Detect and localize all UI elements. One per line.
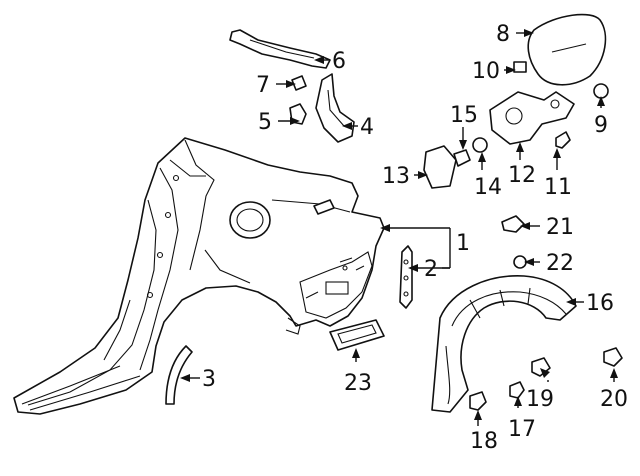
- part-17-screw: [509, 381, 525, 399]
- leader-lines: [180, 29, 618, 426]
- part-12-housing: [489, 91, 575, 145]
- part-16-liner: [431, 275, 577, 413]
- callout-13: 13: [382, 164, 410, 189]
- part-23-pad: [329, 319, 385, 351]
- part-6-bracket: [229, 29, 331, 69]
- callout-19: 19: [526, 387, 554, 412]
- callout-8: 8: [496, 22, 510, 47]
- callout-14: 14: [474, 175, 502, 200]
- callout-2: 2: [424, 257, 438, 282]
- callout-4: 4: [360, 115, 374, 140]
- callout-16: 16: [586, 291, 614, 316]
- part-8-fuel-door: [527, 13, 607, 86]
- callout-11: 11: [544, 175, 572, 200]
- callout-15: 15: [450, 103, 478, 128]
- part-18-clip: [469, 391, 487, 411]
- callout-6: 6: [332, 49, 346, 74]
- callout-23: 23: [344, 371, 372, 396]
- part-21-clip: [501, 215, 525, 233]
- callout-10: 10: [472, 59, 500, 84]
- part-7-clip: [291, 75, 307, 91]
- callout-18: 18: [470, 429, 498, 454]
- callout-22: 22: [546, 251, 574, 276]
- part-13-seal: [423, 145, 457, 189]
- callout-9: 9: [594, 113, 608, 138]
- callout-1: 1: [456, 231, 470, 256]
- part-3-molding: [165, 345, 193, 405]
- part-9-plug: [593, 83, 609, 99]
- callout-5: 5: [258, 110, 272, 135]
- callout-3: 3: [202, 367, 216, 392]
- callout-21: 21: [546, 215, 574, 240]
- part-14-grommet: [472, 137, 488, 153]
- part-11-bolt: [555, 131, 571, 149]
- callout-12: 12: [508, 163, 536, 188]
- part-2-bracket: [399, 245, 413, 309]
- part-15-clip: [453, 149, 471, 167]
- part-20-clip: [603, 347, 623, 367]
- quarter-panel: [13, 137, 385, 415]
- callout-20: 20: [600, 387, 628, 412]
- callout-17: 17: [508, 417, 536, 442]
- part-10-clip: [513, 61, 527, 73]
- callout-7: 7: [256, 73, 270, 98]
- part-4-bracket: [315, 73, 355, 143]
